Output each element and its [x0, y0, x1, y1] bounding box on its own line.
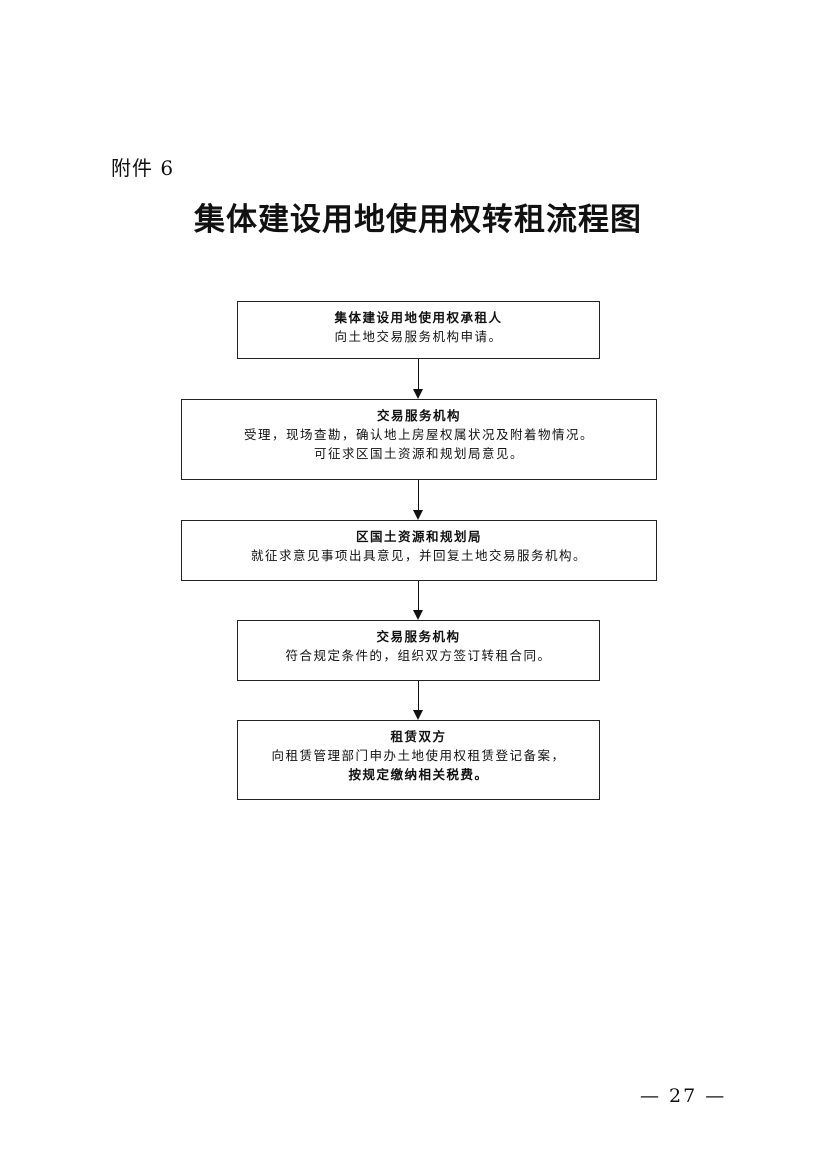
document-title: 集体建设用地使用权转租流程图 [194, 202, 642, 238]
flow-step-lessee-application: 集体建设用地使用权承租人 向土地交易服务机构申请。 [237, 301, 600, 359]
step-text: 符合规定条件的，组织双方签订转租合同。 [285, 648, 552, 663]
step-text: 向租赁管理部门申办土地使用权租赁登记备案， [271, 748, 566, 763]
attachment-label: 附件 6 [111, 156, 175, 180]
step-heading: 交易服务机构 [376, 629, 461, 644]
flow-step-service-acceptance: 交易服务机构 受理，现场查勘，确认地上房屋权属状况及附着物情况。 可征求区国土资… [181, 399, 657, 480]
step-text: 按规定缴纳相关税费。 [348, 767, 489, 782]
step-heading: 区国土资源和规划局 [355, 529, 482, 544]
flow-step-land-bureau-opinion: 区国土资源和规划局 就征求意见事项出具意见，并回复土地交易服务机构。 [181, 520, 657, 581]
step-text: 受理，现场查勘，确认地上房屋权属状况及附着物情况。 [243, 427, 594, 442]
step-text: 可征求区国土资源和规划局意见。 [313, 446, 524, 461]
flow-step-lease-registration: 租赁双方 向租赁管理部门申办土地使用权租赁登记备案， 按规定缴纳相关税费。 [237, 720, 600, 800]
step-text: 就征求意见事项出具意见，并回复土地交易服务机构。 [250, 548, 587, 563]
page-number: — 27 — [640, 1085, 727, 1107]
step-heading: 集体建设用地使用权承租人 [334, 310, 503, 325]
step-heading: 交易服务机构 [376, 408, 461, 423]
step-text: 向土地交易服务机构申请。 [334, 329, 503, 344]
flow-step-contract-signing: 交易服务机构 符合规定条件的，组织双方签订转租合同。 [237, 620, 600, 681]
step-heading: 租赁双方 [390, 729, 447, 744]
